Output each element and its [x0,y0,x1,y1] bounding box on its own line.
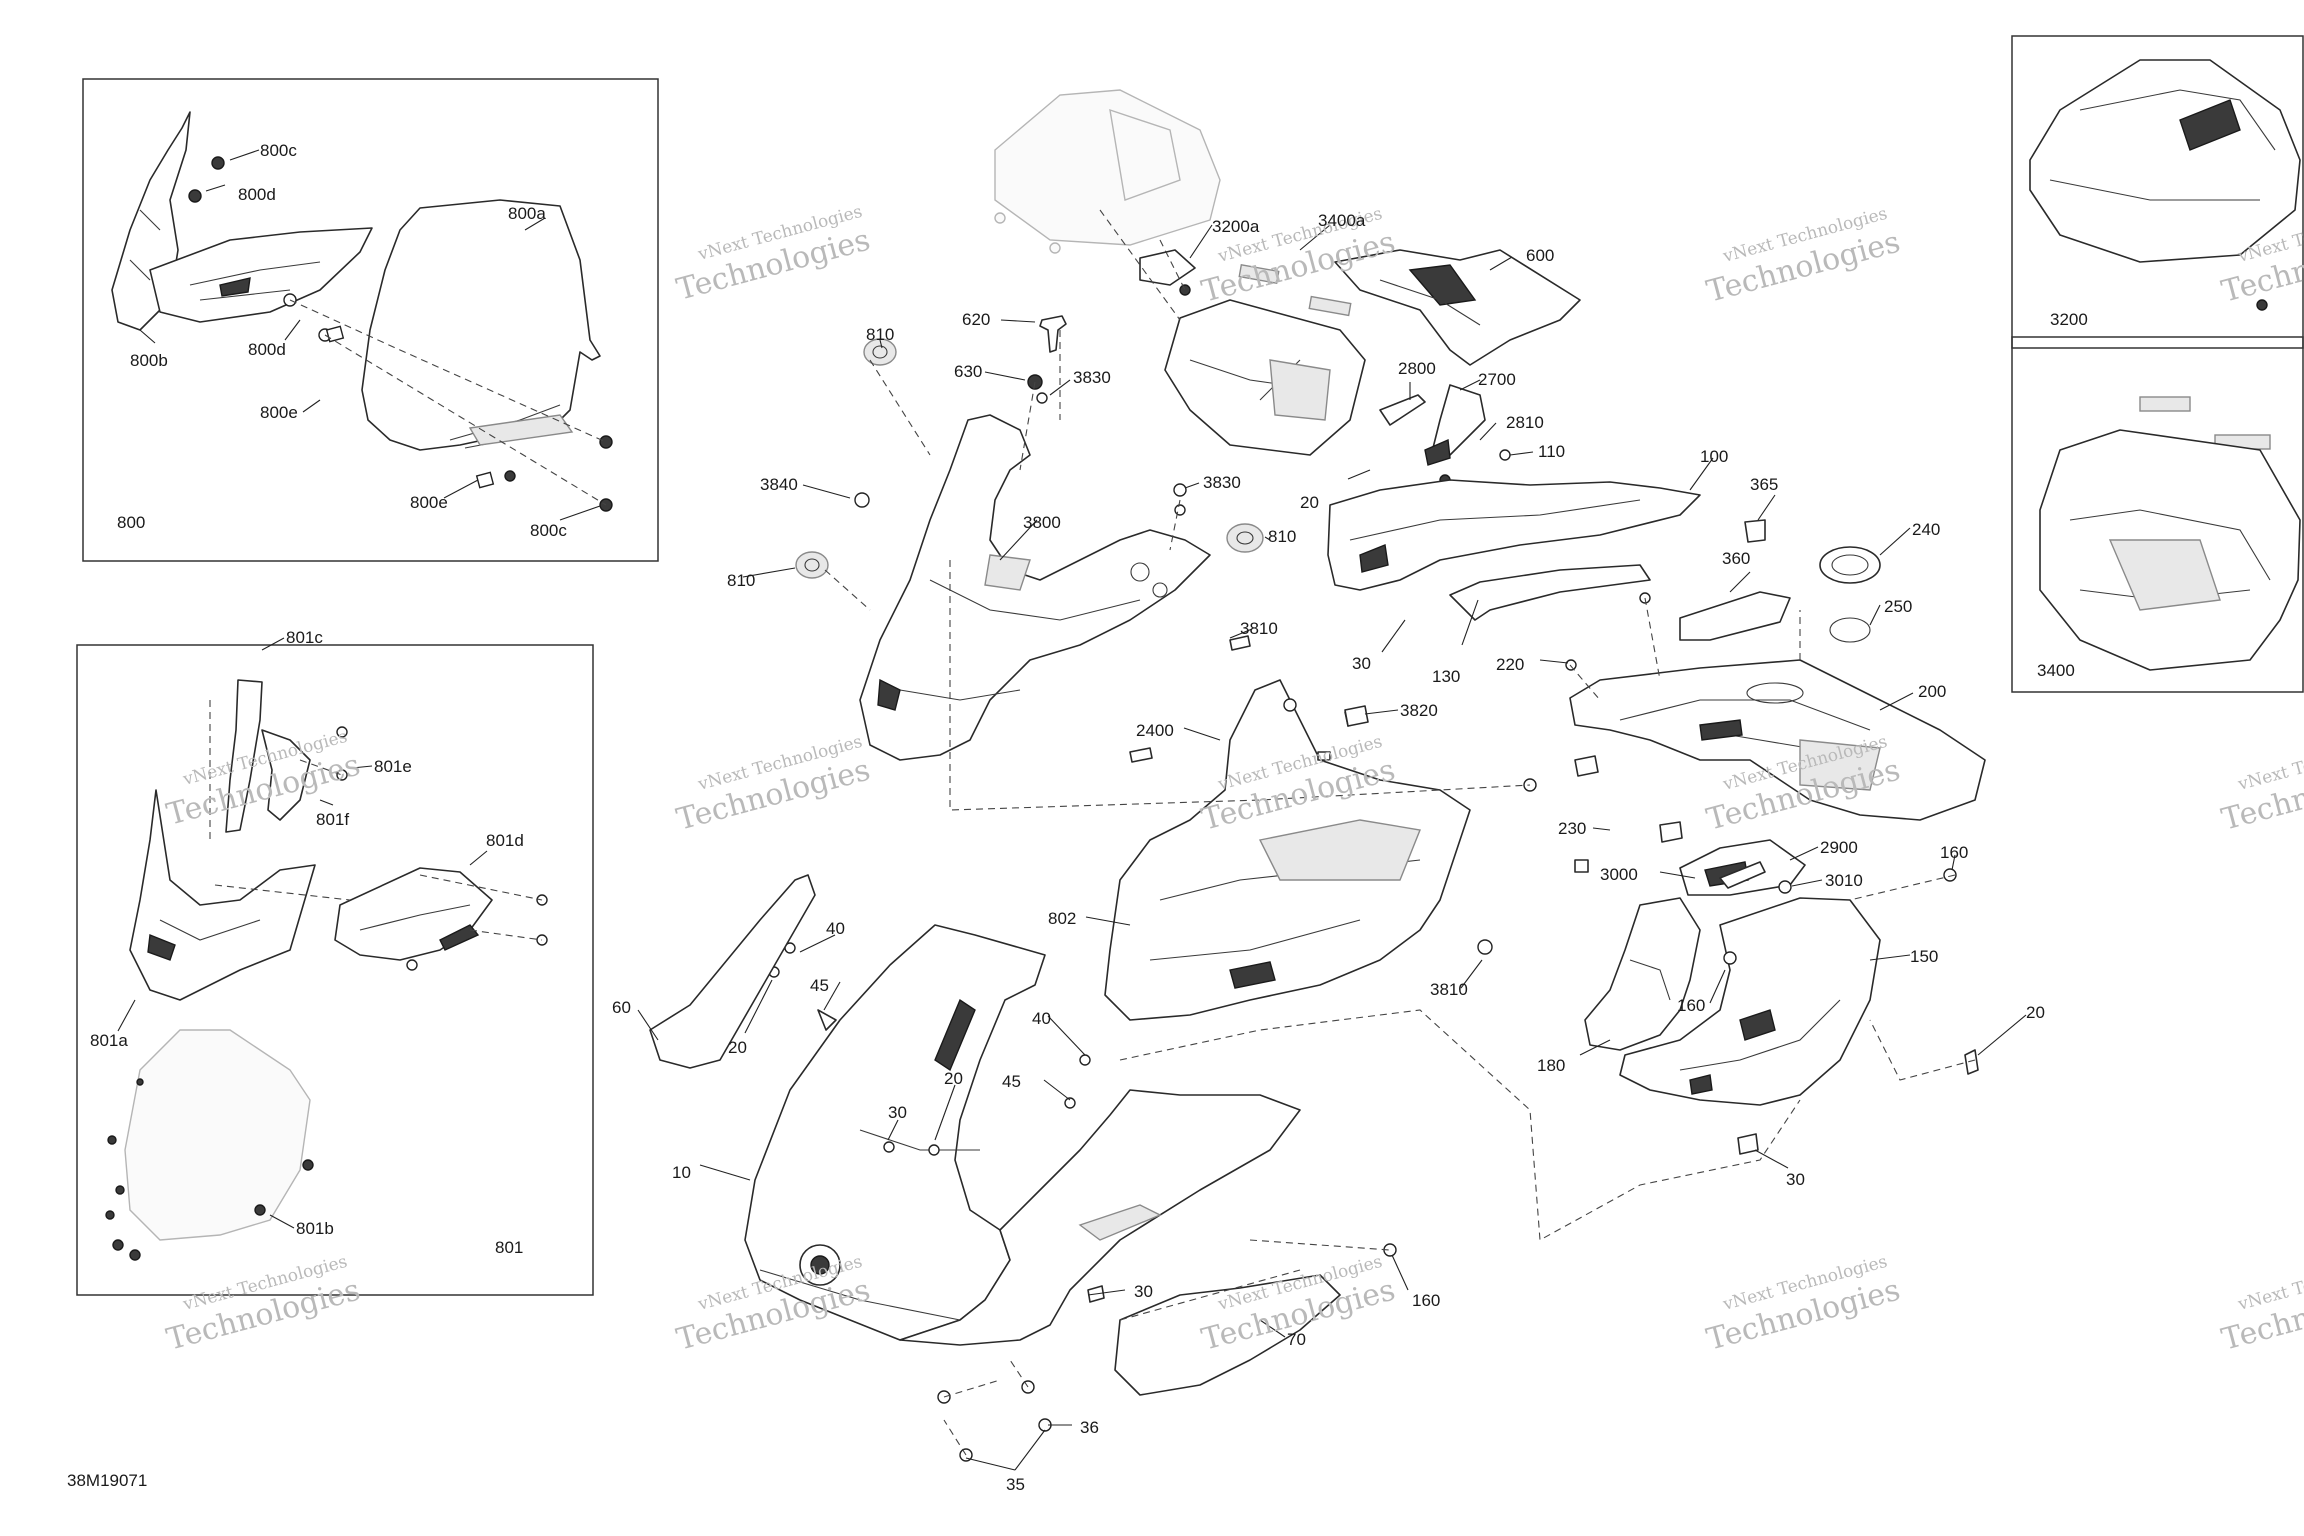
callout-label: 45 [1002,1072,1021,1091]
callout-label: 30 [1134,1282,1153,1301]
leader-lines [117,149,2027,1471]
callout-label: 620 [962,310,990,329]
callout-label: 200 [1918,682,1946,701]
callout-label: 810 [727,571,755,590]
callout-label: 30 [888,1103,907,1122]
callout-label: 36 [1080,1418,1099,1437]
callout-label: 800c [260,141,297,160]
callout-label: 20 [2026,1003,2045,1022]
callout-label: 3810 [1240,619,1278,638]
callout-label: 2700 [1478,370,1516,389]
callout-label: 240 [1912,520,1940,539]
inset-label-3200: 3200 [2050,310,2088,329]
callout-label: 250 [1884,597,1912,616]
callout-label: 3000 [1600,865,1638,884]
callout-label: 30 [1352,654,1371,673]
callout-label: 2810 [1506,413,1544,432]
inset-label-3400: 3400 [2037,661,2075,680]
callout-label: 810 [866,325,894,344]
inset-labels: 800 801 3200 3400 [117,310,2088,1257]
callout-label: 130 [1432,667,1460,686]
inset-label-800: 800 [117,513,145,532]
callout-label: 160 [1412,1291,1440,1310]
callout-label: 40 [826,919,845,938]
callout-label: 2400 [1136,721,1174,740]
callout-label: 160 [1677,996,1705,1015]
callout-label: 3800 [1023,513,1061,532]
callout-label: 20 [728,1038,747,1057]
callout-label: 35 [1006,1475,1025,1494]
callout-label: 70 [1287,1330,1306,1349]
callout-label: 230 [1558,819,1586,838]
inset-label-801: 801 [495,1238,523,1257]
inset-box-800 [82,78,659,562]
callout-label: 800c [530,521,567,540]
callout-label: 802 [1048,909,1076,928]
callout-label: 801b [296,1219,334,1238]
callout-label: 810 [1268,527,1296,546]
callout-label: 630 [954,362,982,381]
callout-label: 3400a [1318,211,1366,230]
callout-label: 801a [90,1031,128,1050]
callout-label: 3840 [760,475,798,494]
callout-label: 110 [1538,442,1565,461]
callout-label: 800e [410,493,448,512]
callout-label: 20 [1300,493,1319,512]
callout-label: 160 [1940,843,1968,862]
callout-labels: 800c 800d 800a 800b 800d 800e 800e 800c … [67,141,2045,1494]
callout-label: 100 [1700,447,1728,466]
callout-label: 800d [238,185,276,204]
callout-label: 2900 [1820,838,1858,857]
callout-label: 2800 [1398,359,1436,378]
callout-label: 3810 [1430,980,1468,999]
callout-label: 3820 [1400,701,1438,720]
callout-label: 3830 [1073,368,1111,387]
callout-label: 801f [316,810,349,829]
callout-label: 365 [1750,475,1778,494]
callout-label: 800e [260,403,298,422]
callout-label: 801e [374,757,412,776]
callout-label: 40 [1032,1009,1051,1028]
callout-label: 220 [1496,655,1524,674]
inset-box-3400 [2011,336,2304,693]
callout-label: 800b [130,351,168,370]
callout-label: 45 [810,976,829,995]
callout-label: 30 [1786,1170,1805,1189]
callout-label: 801d [486,831,524,850]
inset-box-3200 [2011,35,2304,349]
inset-box-801 [76,644,594,1296]
callout-label: 3830 [1203,473,1241,492]
callout-label: 60 [612,998,631,1017]
callout-label: 800a [508,204,546,223]
main-assembly [649,89,1986,1462]
callout-label: 150 [1910,947,1938,966]
callout-label: 10 [672,1163,691,1182]
callout-label: 20 [944,1069,963,1088]
callout-label: 600 [1526,246,1554,265]
callout-label: 3200a [1212,217,1260,236]
callout-label: 3010 [1825,871,1863,890]
callout-label: 801c [286,628,323,647]
diagram-code: 38M19071 [67,1471,147,1490]
callout-label: 180 [1537,1056,1565,1075]
callout-label: 360 [1722,549,1750,568]
callout-label: 800d [248,340,286,359]
